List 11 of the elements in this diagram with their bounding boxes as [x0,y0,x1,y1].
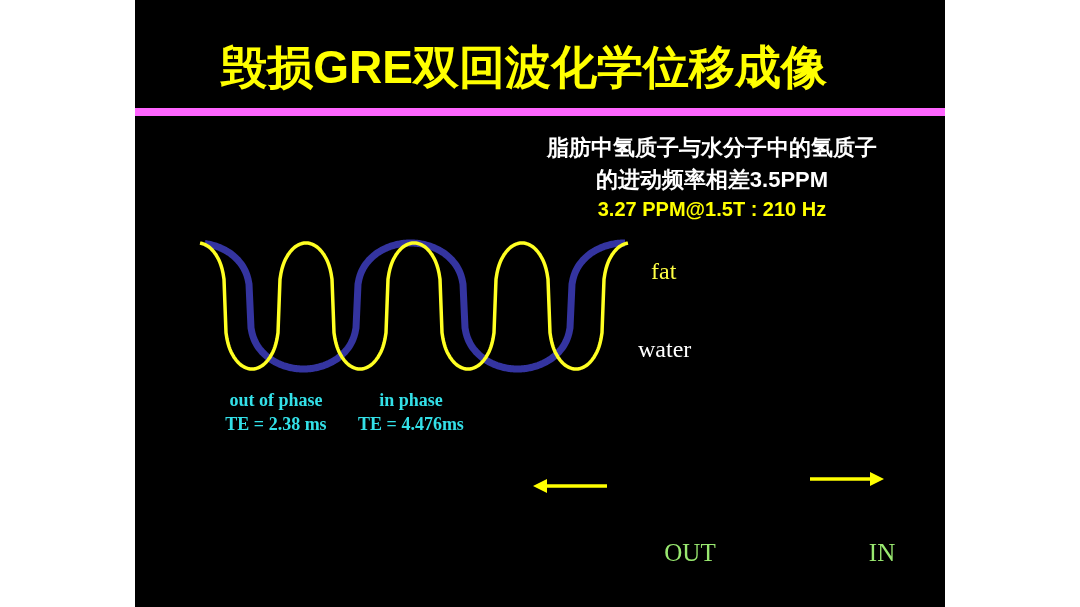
description-text: 脂肪中氢质子与水分子中的氢质子的进动频率相差3.5PPM [545,134,878,194]
direction-label: OUT [664,539,716,567]
echo-time-label: TE = 4.476ms [358,415,464,435]
water-label: water [638,336,692,363]
phase-label: in phase [379,391,443,411]
direction-label: IN [868,539,896,567]
phase-label: out of phase [229,391,323,411]
fat-label: fat [651,258,677,285]
slide-title: 毁损GRE双回波化学位移成像 [221,42,827,93]
frequency-text: 3.27 PPM@1.5T : 210 Hz [597,198,827,220]
echo-time-label: TE = 2.38 ms [225,415,327,435]
